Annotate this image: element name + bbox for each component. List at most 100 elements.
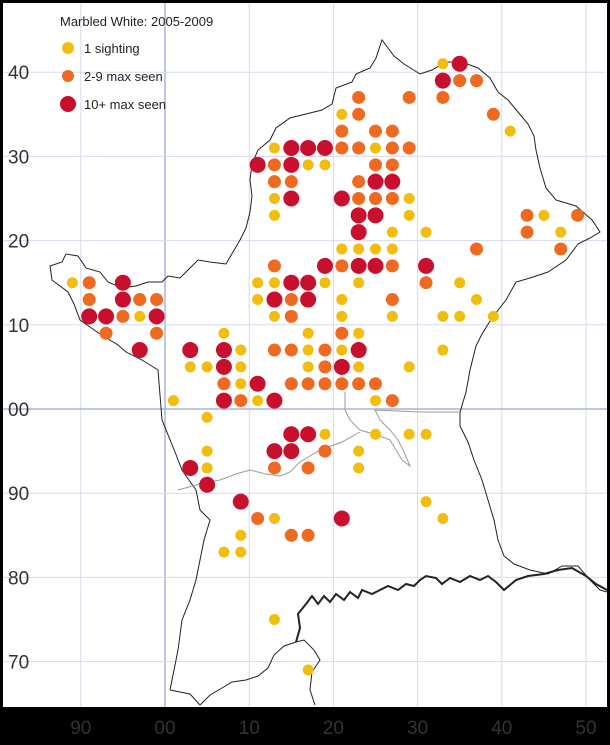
sighting-dot-s1-54: [370, 428, 381, 440]
sighting-dots: [66, 55, 585, 676]
sighting-dot-s1-61: [403, 193, 415, 204]
sighting-dot-s2-22: [284, 377, 298, 391]
sighting-dot-s1-77: [538, 209, 550, 221]
sighting-dot-s2-0: [82, 276, 96, 290]
y-tick-label-70: 70: [8, 653, 29, 674]
sighting-dot-s2-66: [520, 225, 534, 239]
sighting-dot-s1-33: [302, 361, 314, 373]
sighting-dot-s2-51: [385, 158, 399, 172]
sighting-dot-s2-47: [369, 192, 382, 205]
sighting-dot-s3-5: [148, 308, 165, 325]
sighting-dot-s1-7: [184, 361, 196, 373]
x-tick-label-00: 00: [154, 718, 175, 739]
sighting-dot-s2-65: [520, 208, 534, 222]
sighting-dot-s1-67: [420, 226, 432, 238]
sighting-dot-s1-73: [454, 277, 466, 289]
sighting-dot-s1-18: [252, 395, 264, 407]
sighting-dot-s3-37: [367, 173, 384, 190]
sighting-dot-s3-19: [283, 156, 300, 173]
sighting-dot-s1-72: [454, 310, 466, 322]
sighting-dot-s1-60: [386, 243, 398, 255]
sighting-dot-s1-66: [420, 496, 432, 508]
y-tick-label-90: 90: [8, 484, 29, 505]
sighting-dot-s3-27: [300, 426, 317, 443]
sighting-dot-s2-46: [369, 158, 382, 172]
sighting-dot-s3-16: [266, 392, 283, 409]
sighting-dot-s2-6: [133, 293, 147, 307]
sighting-dot-s1-31: [302, 327, 314, 339]
sighting-dot-s2-16: [267, 461, 281, 475]
sighting-dot-s3-34: [350, 224, 367, 241]
sighting-dot-s3-39: [367, 257, 384, 274]
sighting-dot-s1-70: [437, 344, 449, 356]
sighting-dot-s1-78: [555, 226, 567, 238]
sighting-dot-s2-13: [267, 175, 281, 189]
legend-label-1-sighting: 1 sighting: [84, 41, 140, 56]
sighting-dot-s2-10: [234, 394, 248, 408]
river-thames: [295, 566, 608, 643]
sighting-dot-s2-56: [402, 141, 416, 155]
sighting-dot-s3-1: [98, 308, 115, 325]
sighting-dot-s1-21: [252, 277, 264, 289]
sighting-dot-s1-64: [403, 428, 415, 440]
sighting-dot-s1-32: [302, 344, 314, 356]
sighting-dot-s1-23: [268, 193, 280, 204]
sighting-dot-s2-11: [251, 511, 265, 525]
sighting-dot-s1-75: [487, 310, 499, 322]
sighting-dot-s1-37: [319, 277, 331, 289]
y-tick-label-00: 00: [8, 400, 29, 421]
sighting-dot-s1-35: [302, 159, 314, 171]
sighting-dot-s2-41: [352, 175, 366, 189]
sighting-dot-s1-53: [370, 395, 381, 407]
sighting-dot-s2-60: [436, 90, 450, 104]
sighting-dot-s3-15: [266, 291, 283, 308]
sighting-dot-s1-80: [235, 546, 247, 558]
x-tick-label-10: 10: [239, 718, 260, 739]
sighting-dot-s2-37: [335, 377, 349, 391]
sighting-dot-s2-63: [470, 242, 484, 256]
sighting-dot-s1-69: [437, 310, 449, 322]
sighting-dot-s2-69: [301, 528, 315, 542]
sighting-dot-s2-48: [369, 377, 382, 391]
sighting-dot-s3-7: [182, 459, 199, 476]
sighting-dot-s1-68: [437, 58, 449, 70]
y-tick-label-40: 40: [8, 63, 29, 84]
sighting-dot-s2-35: [335, 259, 349, 273]
sighting-dot-s3-20: [283, 190, 300, 207]
sighting-dot-s1-0: [66, 277, 78, 289]
sighting-dot-s3-22: [283, 426, 300, 443]
sighting-dot-s3-8: [199, 476, 216, 493]
sighting-dot-s1-51: [353, 462, 365, 474]
sighting-dot-s1-41: [336, 294, 348, 306]
sighting-dot-s1-71: [437, 512, 449, 524]
sighting-dot-s1-52: [370, 243, 381, 255]
sighting-dot-s2-12: [267, 158, 281, 172]
legend-swatch-1-sighting: [62, 42, 74, 54]
x-tick-label-30: 30: [407, 718, 428, 739]
sighting-dot-s2-42: [352, 192, 366, 205]
sighting-dot-s1-25: [268, 277, 280, 289]
sighting-dot-s2-53: [385, 259, 399, 273]
sighting-dot-s1-6: [167, 395, 179, 407]
sighting-dot-s1-15: [235, 361, 247, 373]
sighting-dot-s1-81: [235, 529, 247, 541]
sighting-dot-s3-26: [300, 274, 317, 291]
sighting-dot-s2-38: [352, 90, 366, 104]
sighting-dot-s3-38: [367, 207, 384, 224]
sighting-dot-s2-17: [284, 175, 298, 189]
sighting-dot-s1-12: [218, 327, 230, 339]
sighting-dot-s2-52: [385, 192, 399, 205]
sighting-dot-s3-3: [114, 291, 131, 308]
sighting-dot-s2-58: [419, 276, 433, 290]
legend-swatch-10-plus-max-seen: [60, 96, 76, 112]
sighting-dot-s2-26: [301, 377, 315, 391]
plot-area: [3, 3, 607, 707]
sighting-dot-s1-45: [353, 243, 365, 255]
sighting-dot-s3-21: [283, 274, 300, 291]
sighting-dot-s2-7: [150, 293, 164, 307]
sighting-dot-s3-9: [215, 342, 232, 359]
sighting-dot-s2-55: [385, 293, 399, 307]
sighting-dot-s1-46: [353, 277, 365, 289]
sighting-dot-s2-2: [99, 326, 113, 340]
